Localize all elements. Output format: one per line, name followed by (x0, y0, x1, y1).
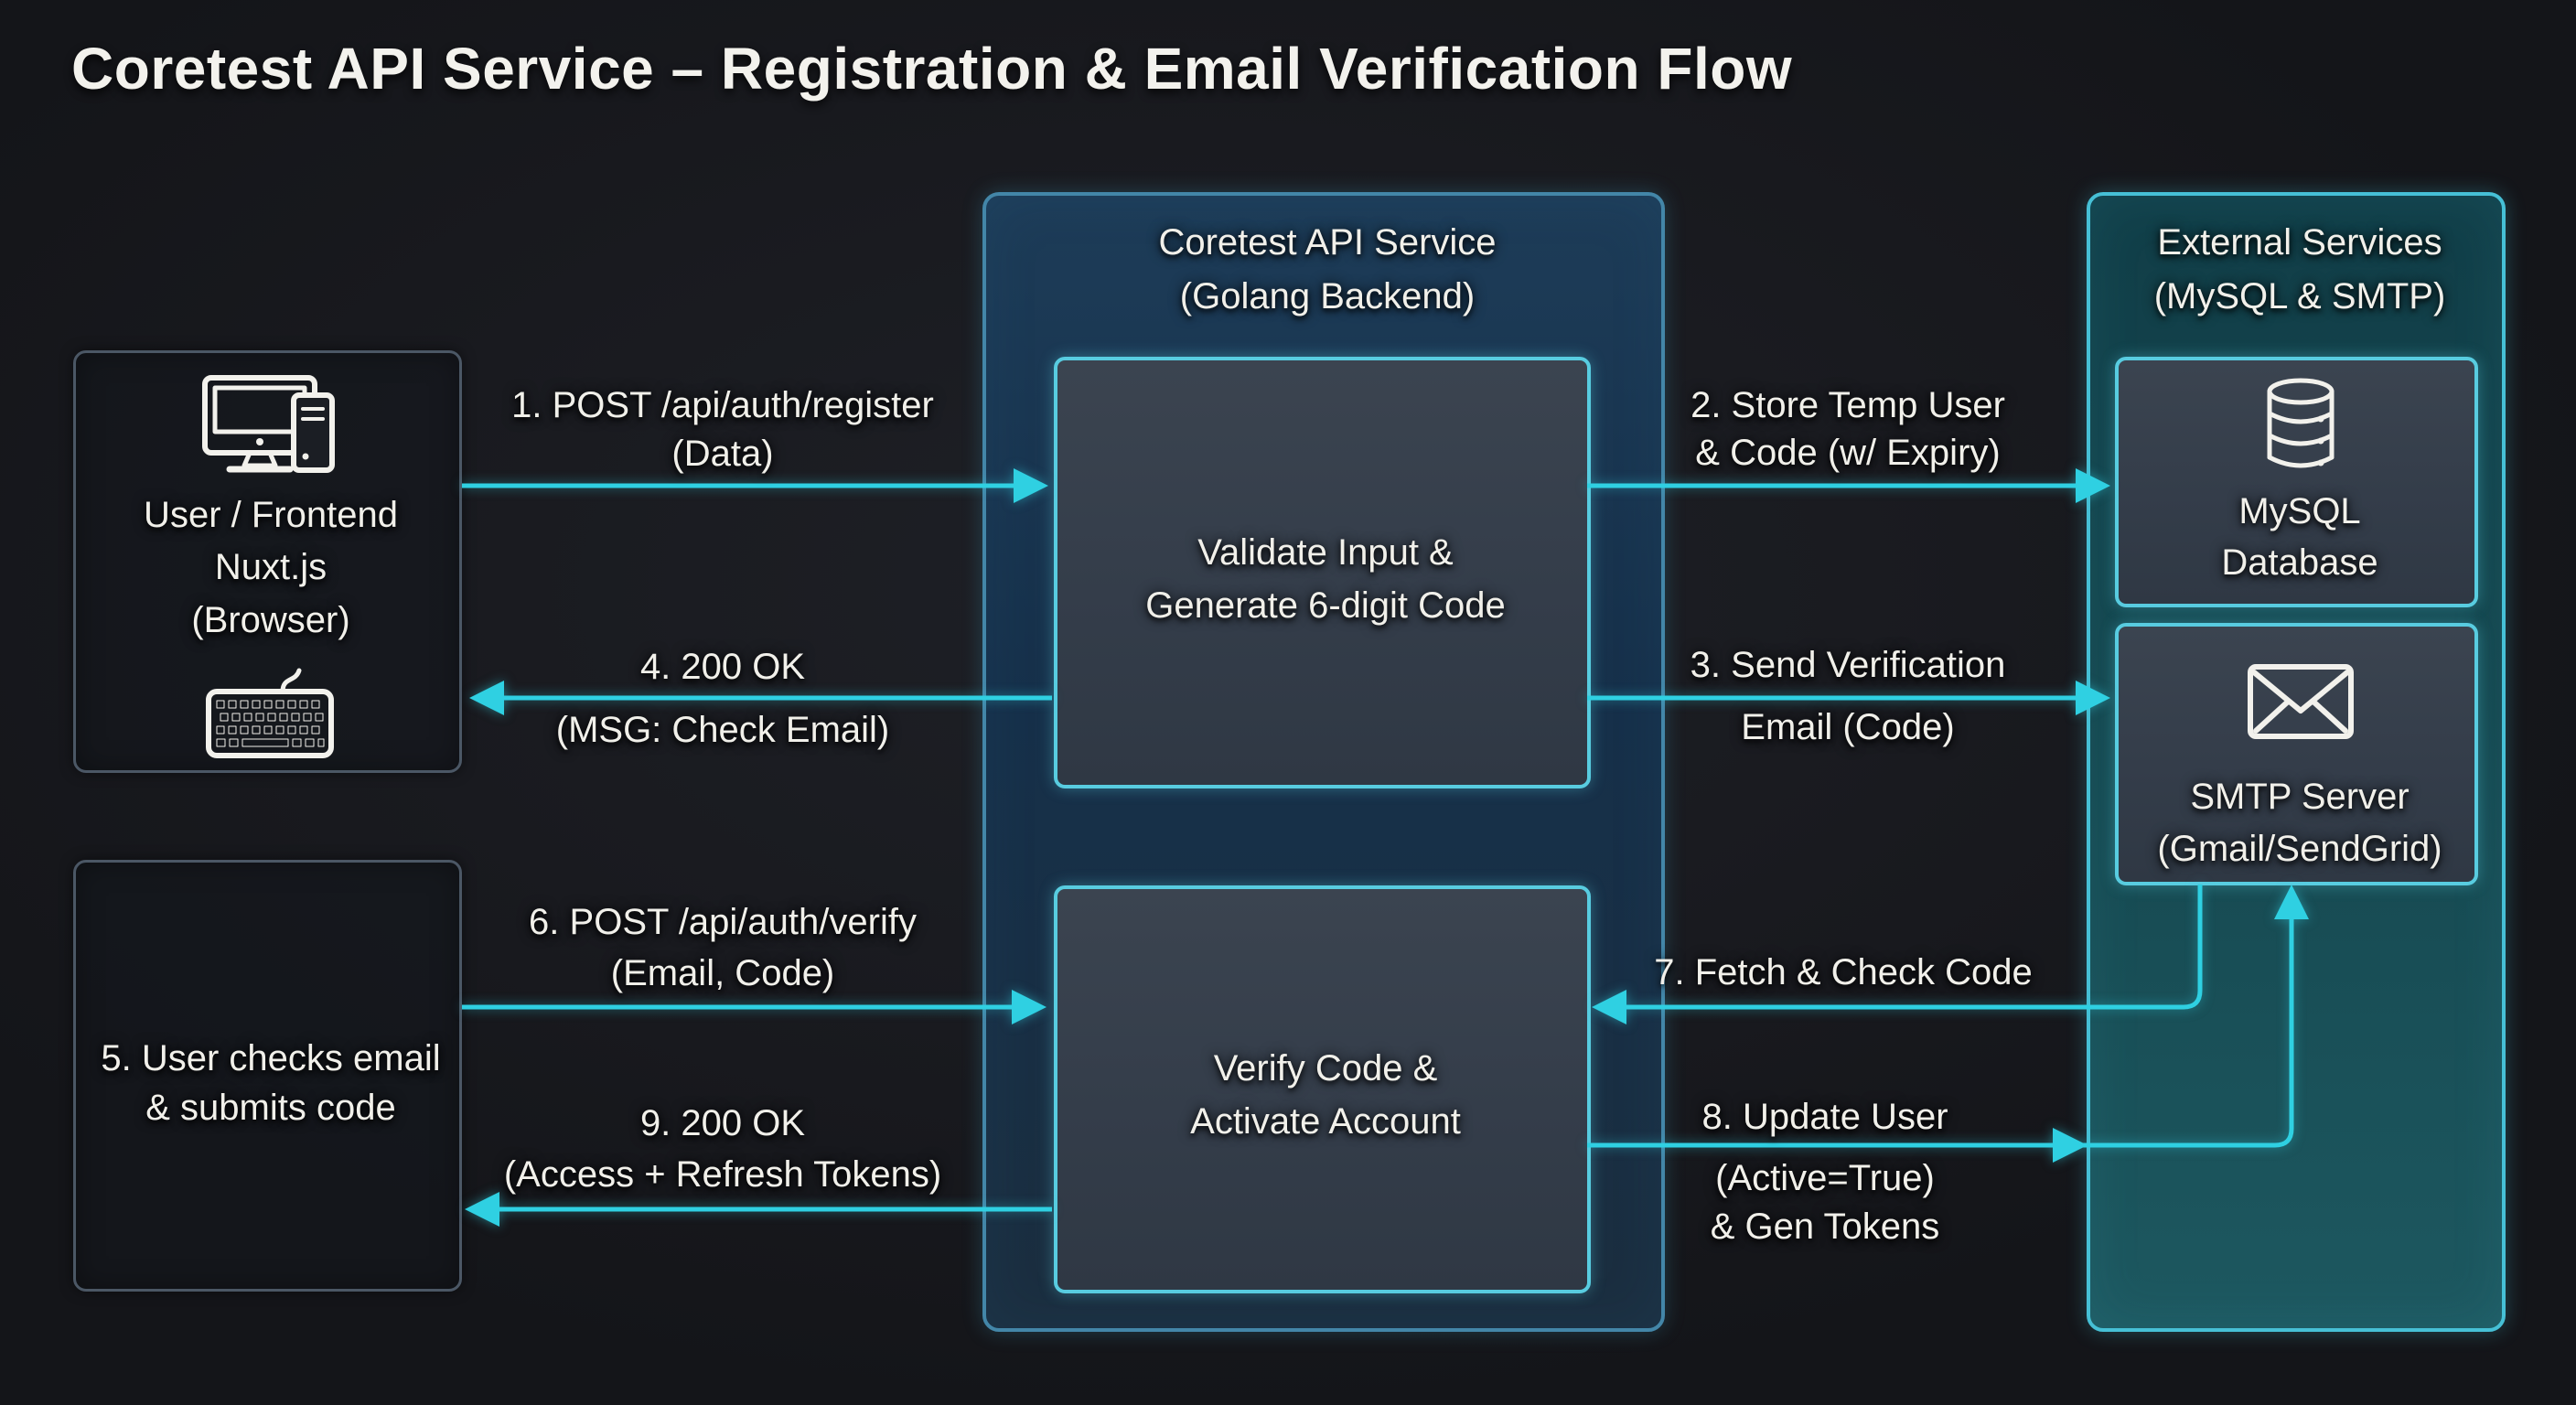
node-user-frontend-label: User / Frontend (144, 495, 398, 535)
container-api-service-title: Coretest API Service (1158, 222, 1497, 263)
edge-1-label: (Data) (671, 434, 774, 474)
node-validate-label: Generate 6-digit Code (1145, 585, 1506, 626)
edge-9-label: (Access + Refresh Tokens) (503, 1154, 942, 1195)
edge-1-arrowhead (1014, 468, 1048, 503)
edge-8-line (1587, 919, 2294, 1148)
edge-1-label: 1. POST /api/auth/register (511, 385, 934, 425)
node-user-action-label: 5. User checks email (101, 1038, 441, 1078)
node-mysql-label: Database (2221, 542, 2378, 583)
node-mysql-label: MySQL (2238, 491, 2361, 531)
keyboard-icon (206, 668, 334, 758)
edge-3-arrowhead (2076, 681, 2110, 715)
node-verify-label: Activate Account (1190, 1101, 1461, 1142)
edge-8-label: & Gen Tokens (1710, 1207, 1940, 1247)
edge-7-label: 7. Fetch & Check Code (1654, 952, 2033, 992)
node-user-frontend: User / Frontend Nuxt.js (Browser) (73, 350, 462, 773)
node-user-frontend-label: Nuxt.js (214, 547, 327, 587)
node-verify-label: Verify Code & (1213, 1048, 1438, 1089)
edge-2-label: 2. Store Temp User (1690, 385, 2005, 425)
edge-4-label: (MSG: Check Email) (555, 710, 890, 750)
database-icon (2267, 378, 2334, 468)
node-smtp-label: SMTP Server (2190, 777, 2410, 817)
envelope-icon (2248, 664, 2354, 739)
node-mysql-database: MySQL Database (2115, 357, 2478, 607)
edge-4-arrowhead (469, 681, 504, 715)
edge-6-arrowhead (1012, 990, 1046, 1024)
node-validate-label: Validate Input & (1197, 532, 1454, 573)
edge-2-label: & Code (w/ Expiry) (1695, 433, 2001, 473)
edge-8-up-arrowhead (2274, 885, 2309, 919)
node-user-frontend-label: (Browser) (191, 600, 350, 640)
node-smtp-label: (Gmail/SendGrid) (2157, 829, 2442, 869)
edge-4-label: 4. 200 OK (639, 647, 806, 687)
container-api-service-title: (Golang Backend) (1179, 276, 1476, 316)
edge-7-arrowhead (1592, 990, 1626, 1024)
desktop-computer-icon (202, 375, 335, 473)
page-title: Coretest API Service – Registration & Em… (71, 36, 1793, 102)
edge-9-arrowhead (465, 1192, 499, 1227)
edge-3-label: Email (Code) (1741, 707, 1955, 747)
edge-8-label: 8. Update User (1701, 1097, 1948, 1137)
node-validate-input: Validate Input & Generate 6-digit Code (1054, 357, 1591, 788)
node-smtp-server: SMTP Server (Gmail/SendGrid) (2115, 623, 2478, 885)
edge-8-arrowhead (2053, 1128, 2088, 1163)
container-external-services: External Services (MySQL & SMTP) MySQL D… (2087, 192, 2506, 1332)
container-api-service: Coretest API Service (Golang Backend) Va… (982, 192, 1665, 1332)
edge-3-label: 3. Send Verification (1690, 645, 2006, 685)
node-user-action: 5. User checks email & submits code (73, 860, 462, 1292)
node-verify-code: Verify Code & Activate Account (1054, 885, 1591, 1293)
edge-7-line (1626, 885, 2203, 1010)
edge-2-arrowhead (2076, 468, 2110, 503)
container-external-title: External Services (2157, 222, 2442, 263)
container-external-title: (MySQL & SMTP) (2153, 276, 2446, 316)
edge-6-label: (Email, Code) (610, 953, 835, 993)
edge-6-label: 6. POST /api/auth/verify (529, 902, 917, 942)
edge-9-label: 9. 200 OK (639, 1103, 806, 1143)
edge-8-label: (Active=True) (1715, 1158, 1935, 1198)
node-user-action-label: & submits code (145, 1088, 396, 1128)
